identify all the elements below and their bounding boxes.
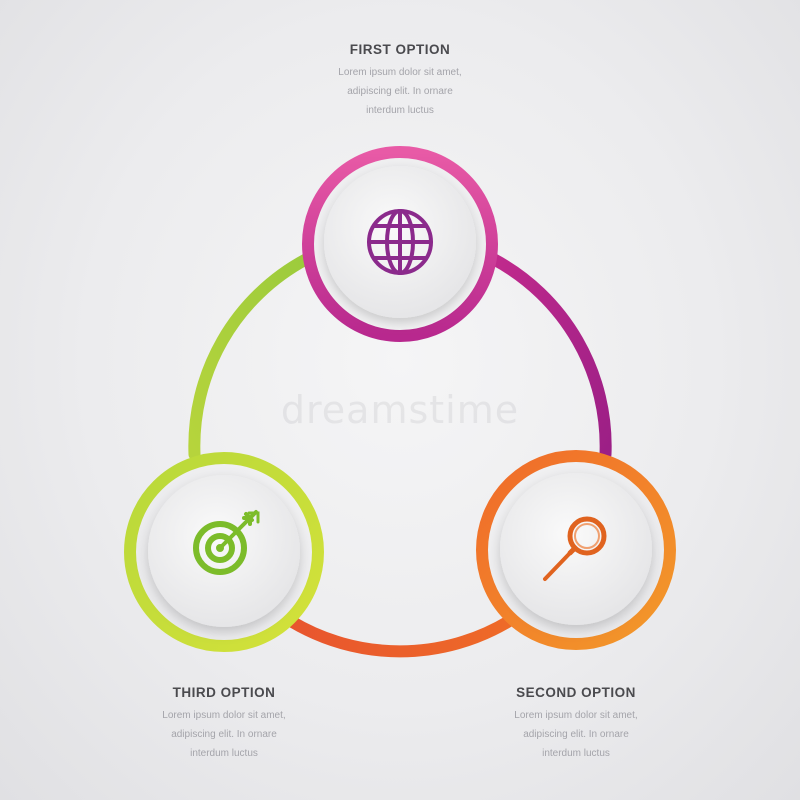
magnifier-icon <box>543 516 607 581</box>
node-first-option <box>302 146 498 342</box>
second-option-desc-line-3: interdum luctus <box>542 748 610 759</box>
second-option-desc-line-1: Lorem ipsum dolor sit amet, <box>514 710 638 721</box>
ring-second <box>476 450 676 650</box>
node-third-option <box>124 452 324 652</box>
plate-third <box>148 475 300 627</box>
third-option-title: THIRD OPTION <box>172 685 276 700</box>
first-option-desc-line-3: interdum luctus <box>366 105 434 116</box>
first-option-desc-line-2: adipiscing elit. In ornare <box>347 86 453 97</box>
first-option-text: FIRST OPTION Lorem ipsum dolor sit amet,… <box>280 42 520 120</box>
first-option-desc-line-1: Lorem ipsum dolor sit amet, <box>338 67 462 78</box>
target-icon <box>193 510 260 575</box>
second-option-desc-line-2: adipiscing elit. In ornare <box>523 729 629 740</box>
globe-icon <box>367 209 433 275</box>
ring-first <box>302 146 498 342</box>
connector-arc-right <box>487 253 612 461</box>
connector-arc-bottom <box>284 615 516 658</box>
second-option-title: SECOND OPTION <box>516 685 636 700</box>
connector-arc-left <box>188 253 313 461</box>
watermark-text: dreamstime <box>280 388 520 432</box>
third-option-desc-line-1: Lorem ipsum dolor sit amet, <box>162 710 286 721</box>
ring-third <box>124 452 324 652</box>
first-option-title: FIRST OPTION <box>349 42 451 57</box>
node-second-option <box>476 450 676 650</box>
third-option-desc-line-3: interdum luctus <box>190 748 258 759</box>
third-option-text: THIRD OPTION Lorem ipsum dolor sit amet,… <box>104 685 344 763</box>
second-option-text: SECOND OPTION Lorem ipsum dolor sit amet… <box>456 685 696 763</box>
third-option-desc-line-2: adipiscing elit. In ornare <box>171 729 277 740</box>
